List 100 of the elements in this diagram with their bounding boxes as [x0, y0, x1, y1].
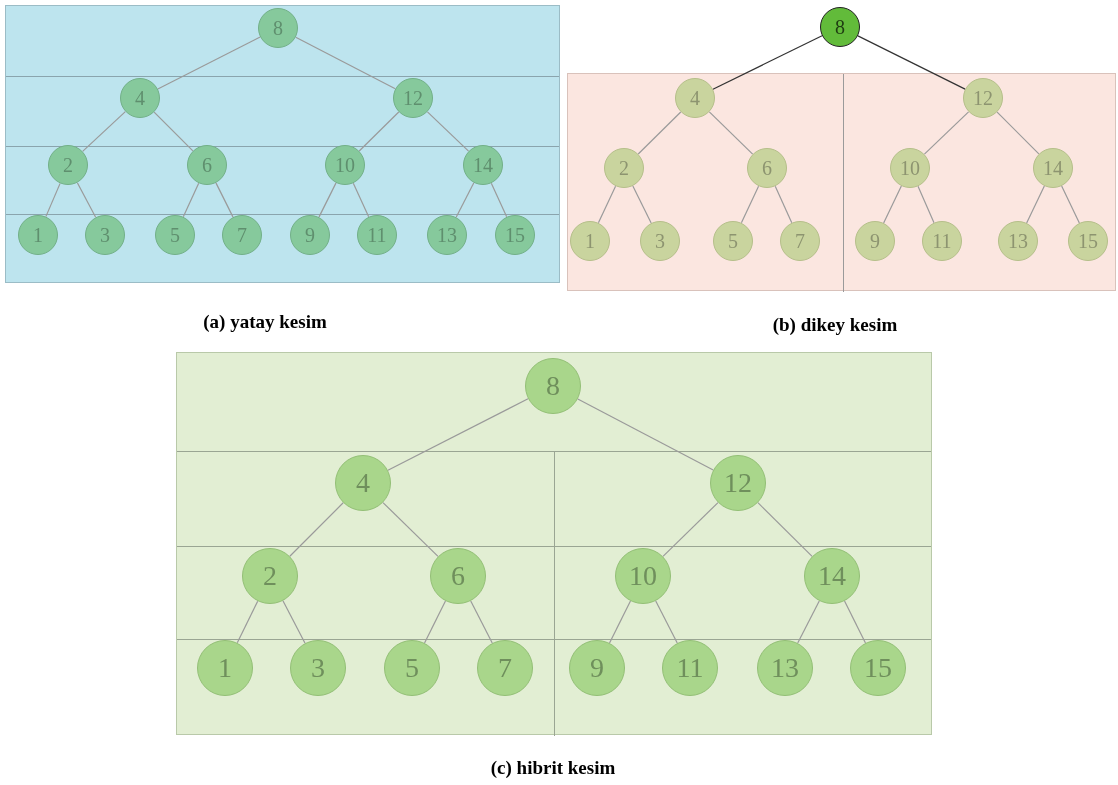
tree-node-circle — [757, 640, 813, 696]
tree-node-circle — [713, 221, 753, 261]
node-number: 7 — [498, 654, 512, 682]
node-number: 1 — [585, 231, 595, 251]
tree-node-circle — [495, 215, 535, 255]
node-number: 13 — [437, 225, 457, 245]
tree-edge — [883, 185, 902, 224]
tree-edge — [423, 600, 447, 644]
tree-edge — [82, 111, 126, 152]
node-number: 12 — [724, 469, 752, 497]
tree-node-circle — [335, 455, 391, 511]
tree-edge — [637, 111, 682, 155]
node-number: 14 — [473, 155, 493, 175]
node-number: 4 — [356, 469, 370, 497]
panel-caption: (a) yatay kesim — [203, 311, 327, 333]
tree-node-circle — [922, 221, 962, 261]
tree-edge — [632, 185, 652, 224]
node-number: 15 — [505, 225, 525, 245]
tree-edge — [597, 185, 617, 224]
tree-node-circle — [258, 8, 298, 48]
tree-node-circle — [675, 78, 715, 118]
node-number: 14 — [818, 562, 846, 590]
node-number: 4 — [135, 88, 145, 108]
tree-node-circle — [850, 640, 906, 696]
partition-panel — [5, 5, 560, 283]
tree-edge — [236, 600, 259, 644]
tree-edge — [45, 182, 61, 218]
node-number: 9 — [590, 654, 604, 682]
tree-edge — [382, 502, 439, 557]
tree-edge — [289, 502, 344, 557]
node-number: 7 — [795, 231, 805, 251]
tree-node-circle — [120, 78, 160, 118]
tree-node-circle — [640, 221, 680, 261]
tree-node-circle — [463, 145, 503, 185]
node-number: 8 — [546, 372, 560, 400]
node-number: 1 — [218, 654, 232, 682]
tree-node-circle — [615, 548, 671, 604]
tree-edge — [1026, 185, 1045, 224]
tree-node-circle — [242, 548, 298, 604]
node-number: 10 — [629, 562, 657, 590]
node-number: 7 — [237, 225, 247, 245]
node-number: 12 — [973, 88, 993, 108]
tree-node-circle — [804, 548, 860, 604]
node-number: 10 — [900, 158, 920, 178]
partition-panel — [567, 73, 1116, 291]
tree-node-circle — [325, 145, 365, 185]
node-number: 3 — [311, 654, 325, 682]
tree-node-circle — [570, 221, 610, 261]
tree-node-circle — [197, 640, 253, 696]
node-number: 6 — [762, 158, 772, 178]
tree-node-circle — [393, 78, 433, 118]
tree-edge — [740, 185, 760, 224]
node-number: 12 — [403, 88, 423, 108]
tree-edge — [712, 35, 823, 90]
tree-edge — [708, 111, 754, 155]
tree-node-circle — [525, 358, 581, 414]
tree-edge — [843, 600, 867, 644]
tree-node-circle — [820, 7, 860, 47]
tree-node-circle — [780, 221, 820, 261]
tree-node-circle — [290, 215, 330, 255]
tree-node-circle — [855, 221, 895, 261]
node-number: 2 — [63, 155, 73, 175]
node-number: 3 — [655, 231, 665, 251]
tree-node-circle — [357, 215, 397, 255]
node-number: 1 — [33, 225, 43, 245]
tree-edge — [774, 185, 793, 224]
node-number: 13 — [771, 654, 799, 682]
tree-node-circle — [18, 215, 58, 255]
node-number: 5 — [728, 231, 738, 251]
tree-node-circle — [963, 78, 1003, 118]
tree-edge — [490, 182, 508, 218]
node-number: 4 — [690, 88, 700, 108]
tree-edge — [655, 600, 678, 644]
node-number: 15 — [1078, 231, 1098, 251]
node-number: 5 — [170, 225, 180, 245]
tree-edge — [608, 600, 632, 644]
tree-edge — [757, 502, 813, 557]
tree-edge — [577, 398, 714, 471]
tree-edge — [455, 182, 475, 218]
tree-node-circle — [384, 640, 440, 696]
tree-edge — [352, 182, 370, 218]
tree-node-circle — [604, 148, 644, 188]
tree-edge — [358, 111, 400, 152]
node-number: 8 — [273, 18, 283, 38]
tree-node-circle — [187, 145, 227, 185]
partition-panel — [176, 352, 932, 735]
tree-edge — [470, 600, 493, 644]
tree-edge — [318, 182, 337, 218]
node-number: 14 — [1043, 158, 1063, 178]
node-number: 6 — [451, 562, 465, 590]
node-number: 6 — [202, 155, 212, 175]
tree-node-circle — [710, 455, 766, 511]
tree-node-circle — [430, 548, 486, 604]
tree-edge — [182, 182, 200, 218]
tree-edge — [215, 182, 234, 218]
tree-node-circle — [747, 148, 787, 188]
tree-edge — [426, 111, 470, 152]
tree-edge — [996, 111, 1040, 155]
tree-edge — [76, 182, 97, 218]
tree-node-circle — [48, 145, 88, 185]
